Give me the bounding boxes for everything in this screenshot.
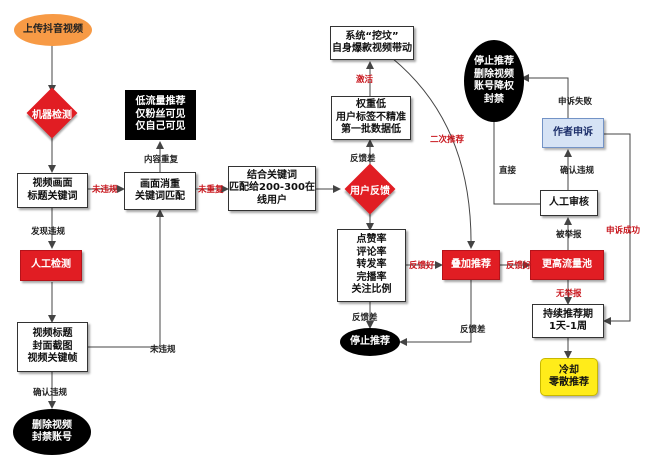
continuous-period-node: 持续推荐期 1天-1周: [532, 304, 604, 338]
author-appeal-node: 作者申诉: [542, 118, 604, 148]
label-second-recommend: 二次推荐: [430, 135, 465, 145]
delete-ban-node: 删除视频 封禁账号: [13, 409, 91, 455]
machine-check-node: 机器检测: [24, 87, 80, 139]
label-direct: 直接: [499, 166, 517, 176]
weight-low-node: 权重低 用户标签不精准 第一批数据低: [331, 96, 411, 140]
user-feedback-node: 用户反馈: [338, 163, 402, 215]
label-confirm-violation-2: 确认违规: [560, 166, 595, 176]
stop-recommend-node: 停止推荐: [340, 328, 400, 356]
label-no-violation-1: 未违规: [92, 185, 118, 195]
label-not-repeat: 未重复: [198, 185, 224, 195]
metrics-node: 点赞率 评论率 转发率 完播率 关注比例: [337, 229, 406, 302]
label-appeal-fail: 申诉失败: [558, 97, 593, 107]
label-confirm-violation: 确认违规: [33, 388, 68, 398]
label-found-violation: 发现违规: [31, 227, 66, 237]
higher-pool-node: 更高流量池: [530, 250, 604, 280]
stop-delete-node: 停止推荐 删除视频 账号降权 封禁: [464, 40, 524, 122]
label-feedback-good-2: 反馈好: [506, 261, 532, 271]
label-feedback-good-1: 反馈好: [409, 261, 435, 271]
label-feedback-bad-2: 反馈差: [352, 313, 378, 323]
dedup-keyword-node: 画面消重 关键词匹配: [124, 172, 196, 210]
user-feedback-label: 用户反馈: [350, 185, 390, 197]
label-no-violation-2: 未违规: [150, 345, 176, 355]
label-feedback-bad-3: 反馈差: [460, 325, 486, 335]
low-traffic-node: 低流量推荐 仅粉丝可见 仅自己可见: [125, 90, 196, 140]
cooldown-node: 冷却 零散推荐: [540, 358, 598, 396]
label-appeal-success: 申诉成功: [606, 226, 641, 236]
label-reported: 被举报: [556, 230, 582, 240]
boost-recommend-node: 叠加推荐: [442, 250, 500, 280]
video-title-frame-node: 视频标题 封面截图 视频关键帧: [17, 322, 88, 372]
keyword-match-node: 结合关键词 匹配给200-300在 线用户: [228, 166, 316, 211]
manual-check-node: 人工检测: [20, 250, 82, 281]
manual-review-node: 人工审核: [540, 190, 598, 216]
label-not-reported: 无举报: [556, 289, 582, 299]
upload-video-node: 上传抖音视频: [14, 14, 92, 46]
system-dig-node: 系统“挖坟” 自身爆款视频带动: [330, 26, 414, 60]
label-content-repeat: 内容重复: [144, 155, 179, 165]
label-feedback-bad-1: 反馈差: [350, 154, 376, 164]
video-frame-node: 视频画面 标题关键词: [17, 173, 88, 208]
machine-check-label: 机器检测: [32, 109, 72, 121]
label-activate: 激活: [356, 75, 374, 85]
